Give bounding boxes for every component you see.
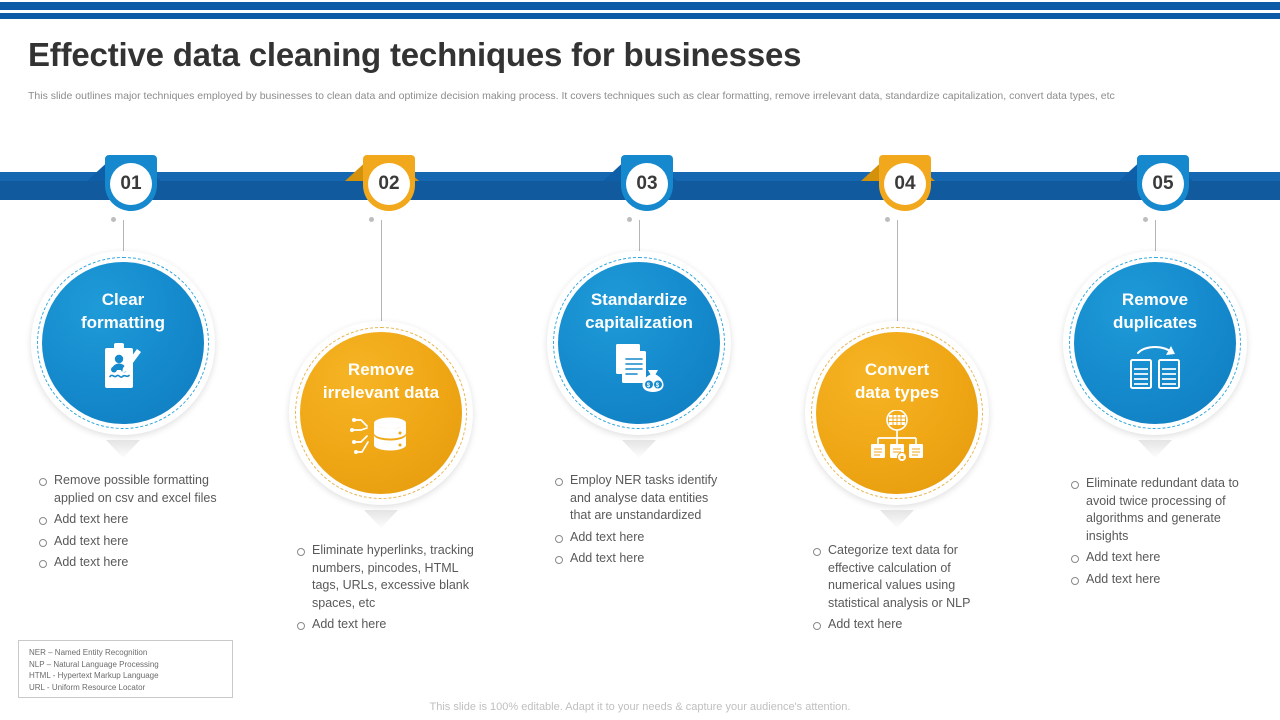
list-item: Employ NER tasks identify and analyse da…: [550, 472, 730, 525]
page-subtitle: This slide outlines major techniques emp…: [28, 90, 1115, 102]
topic-label-line1: Remove: [1121, 290, 1189, 309]
ribbon-body-wrap: 05: [1137, 155, 1199, 217]
list-item: Add text here: [808, 616, 993, 634]
clipboard-signature-icon: [92, 340, 154, 396]
ribbon-body-wrap: 01: [105, 155, 167, 217]
list-item: Add text here: [550, 550, 730, 568]
topic-label-04: Convert data types: [822, 358, 972, 404]
topic-label-03: Standardize capitalization: [564, 288, 714, 334]
topic-circle-04[interactable]: Convert data types: [805, 321, 989, 505]
connector-dot: [1143, 217, 1148, 222]
topic-circle-01[interactable]: Clear formatting: [31, 251, 215, 435]
bullet-list-05: Eliminate redundant data to avoid twice …: [1066, 475, 1246, 592]
list-item: Add text here: [34, 511, 219, 529]
topic-label-line2: formatting: [80, 313, 166, 332]
topic-label-line1: Convert: [864, 360, 930, 379]
footer-note: This slide is 100% editable. Adapt it to…: [429, 701, 851, 713]
topic-label-01: Clear formatting: [48, 288, 198, 334]
bullet-list-04: Categorize text data for effective calcu…: [808, 542, 993, 638]
pointer-arrow-04: [880, 510, 914, 528]
step-marker-01[interactable]: 01: [87, 155, 161, 222]
connector-dot: [111, 217, 116, 222]
topic-circle-02[interactable]: Remove irrelevant data: [289, 321, 473, 505]
connector-line-02: [381, 220, 382, 338]
topic-label-02: Remove irrelevant data: [306, 358, 456, 404]
dashed-ring: [295, 327, 467, 499]
connector-dot: [369, 217, 374, 222]
list-item: Eliminate redundant data to avoid twice …: [1066, 475, 1246, 545]
step-marker-04[interactable]: 04: [861, 155, 935, 222]
bullet-list-01: Remove possible formatting applied on cs…: [34, 472, 219, 576]
dashed-ring: [1069, 257, 1241, 429]
connector-line-04: [897, 220, 898, 338]
topic-label-line2: irrelevant data: [322, 383, 440, 402]
list-item: Add text here: [292, 616, 482, 634]
list-item: Eliminate hyperlinks, tracking numbers, …: [292, 542, 482, 612]
list-item: Add text here: [550, 529, 730, 547]
topic-circle-05[interactable]: Remove duplicates: [1063, 251, 1247, 435]
duplicate-documents-arrow-icon: [1124, 340, 1186, 396]
database-network-icon: [350, 410, 412, 466]
step-number-04: 04: [884, 163, 926, 205]
pointer-arrow-05: [1138, 440, 1172, 458]
connector-line-05: [1155, 220, 1156, 268]
topic-label-line1: Remove: [347, 360, 415, 379]
topic-label-line1: Standardize: [590, 290, 688, 309]
step-marker-05[interactable]: 05: [1119, 155, 1193, 222]
step-marker-03[interactable]: 03: [603, 155, 677, 222]
dashed-ring: [553, 257, 725, 429]
pointer-arrow-02: [364, 510, 398, 528]
topic-circle-03[interactable]: Standardize capitalization $$: [547, 251, 731, 435]
pointer-arrow-01: [106, 440, 140, 458]
topic-label-line1: Clear: [101, 290, 145, 309]
legend-line-nlp: NLP – Natural Language Processing: [29, 659, 159, 669]
page-title: Effective data cleaning techniques for b…: [28, 36, 802, 73]
list-item: Add text here: [1066, 549, 1246, 567]
pointer-arrow-03: [622, 440, 656, 458]
connector-dot: [885, 217, 890, 222]
ribbon-body-wrap: 03: [621, 155, 683, 217]
bullet-list-03: Employ NER tasks identify and analyse da…: [550, 472, 730, 572]
topic-label-line2: data types: [854, 383, 940, 402]
bullet-list-02: Eliminate hyperlinks, tracking numbers, …: [292, 542, 482, 638]
dashed-ring: [811, 327, 983, 499]
connector-line-01: [123, 220, 124, 268]
connector-line-03: [639, 220, 640, 268]
topic-label-05: Remove duplicates: [1080, 288, 1230, 334]
dashed-ring: [37, 257, 209, 429]
documents-moneybag-icon: $$: [608, 340, 670, 396]
top-accent-bar-upper: [0, 2, 1280, 10]
legend-line-url: URL - Uniform Resource Locator: [29, 682, 146, 692]
circle-fill: [558, 262, 720, 424]
abbreviation-legend-box: NER – Named Entity Recognition NLP – Nat…: [18, 640, 233, 698]
list-item: Add text here: [1066, 571, 1246, 589]
circle-fill: [1074, 262, 1236, 424]
legend-line-ner: NER – Named Entity Recognition: [29, 648, 148, 657]
step-number-03: 03: [626, 163, 668, 205]
list-item: Add text here: [34, 554, 219, 572]
connector-dot: [627, 217, 632, 222]
step-number-02: 02: [368, 163, 410, 205]
circle-fill: [42, 262, 204, 424]
list-item: Categorize text data for effective calcu…: [808, 542, 993, 612]
legend-line-html: HTML - Hypertext Markup Language: [29, 671, 159, 680]
svg-text:$: $: [656, 383, 660, 389]
hierarchy-nodes-icon: [866, 409, 928, 466]
top-accent-bar-lower: [0, 13, 1280, 19]
circle-fill: [816, 332, 978, 494]
circle-fill: [300, 332, 462, 494]
step-number-05: 05: [1142, 163, 1184, 205]
list-item: Remove possible formatting applied on cs…: [34, 472, 219, 507]
ribbon-body-wrap: 04: [879, 155, 941, 217]
step-marker-02[interactable]: 02: [345, 155, 419, 222]
list-item: Add text here: [34, 533, 219, 551]
ribbon-body-wrap: 02: [363, 155, 425, 217]
step-number-01: 01: [110, 163, 152, 205]
topic-label-line2: duplicates: [1112, 313, 1198, 332]
svg-text:$: $: [647, 383, 651, 389]
topic-label-line2: capitalization: [585, 313, 693, 332]
